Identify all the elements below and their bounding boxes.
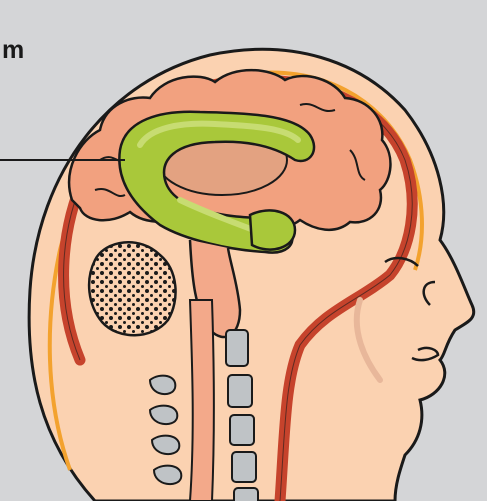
cerebellum-icon (89, 242, 175, 335)
hippocampus (250, 210, 295, 249)
spinal-cord (190, 300, 214, 501)
structure-label: m (2, 38, 24, 63)
